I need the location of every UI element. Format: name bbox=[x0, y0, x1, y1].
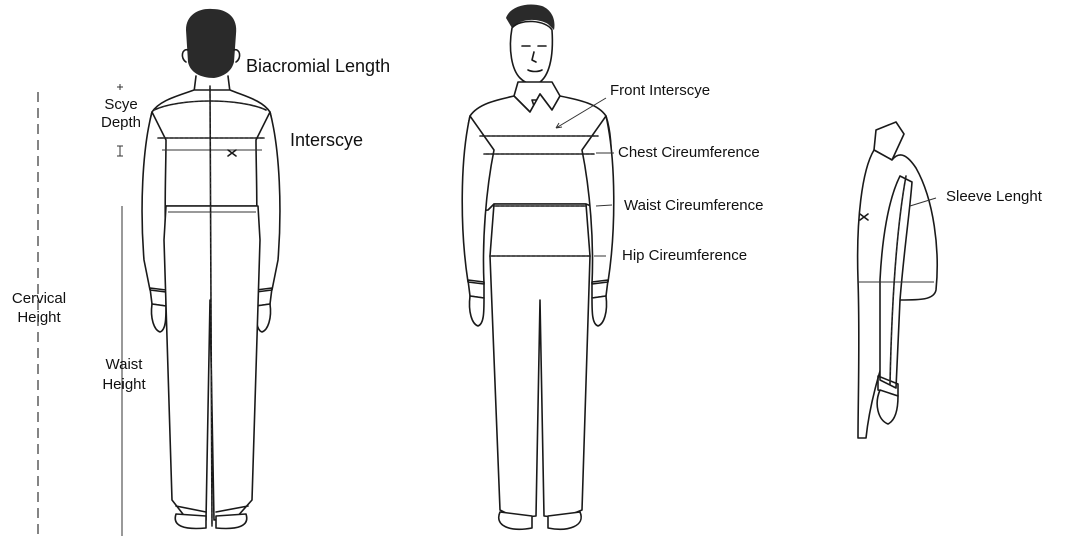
side-hand bbox=[877, 390, 898, 424]
label-interscye: Interscye bbox=[290, 130, 363, 151]
label-cervical: Cervical bbox=[4, 290, 74, 308]
front-face bbox=[510, 21, 552, 84]
side-view-figure bbox=[858, 122, 938, 438]
label-waist-height: Height bbox=[94, 376, 154, 394]
back-view-figure bbox=[117, 9, 280, 529]
back-head-hair bbox=[186, 9, 236, 78]
label-front-interscye: Front Interscye bbox=[610, 82, 710, 100]
label-sleeve-length: Sleeve Lenght bbox=[946, 188, 1042, 206]
label-hip-circumference: Hip Cireumference bbox=[622, 247, 747, 265]
label-depth: Depth bbox=[94, 114, 148, 132]
label-waist-circumference: Waist Cireumference bbox=[624, 197, 763, 215]
label-waist: Waist bbox=[96, 356, 152, 374]
label-biacromial-length: Biacromial Length bbox=[246, 56, 390, 77]
label-scye: Scye bbox=[96, 96, 146, 114]
back-left-arm bbox=[142, 112, 166, 292]
label-cervical-height: Height bbox=[4, 309, 74, 327]
front-view-figure bbox=[462, 5, 614, 530]
front-trousers bbox=[490, 204, 590, 518]
label-chest-circumference: Chest Cireumference bbox=[618, 144, 760, 162]
